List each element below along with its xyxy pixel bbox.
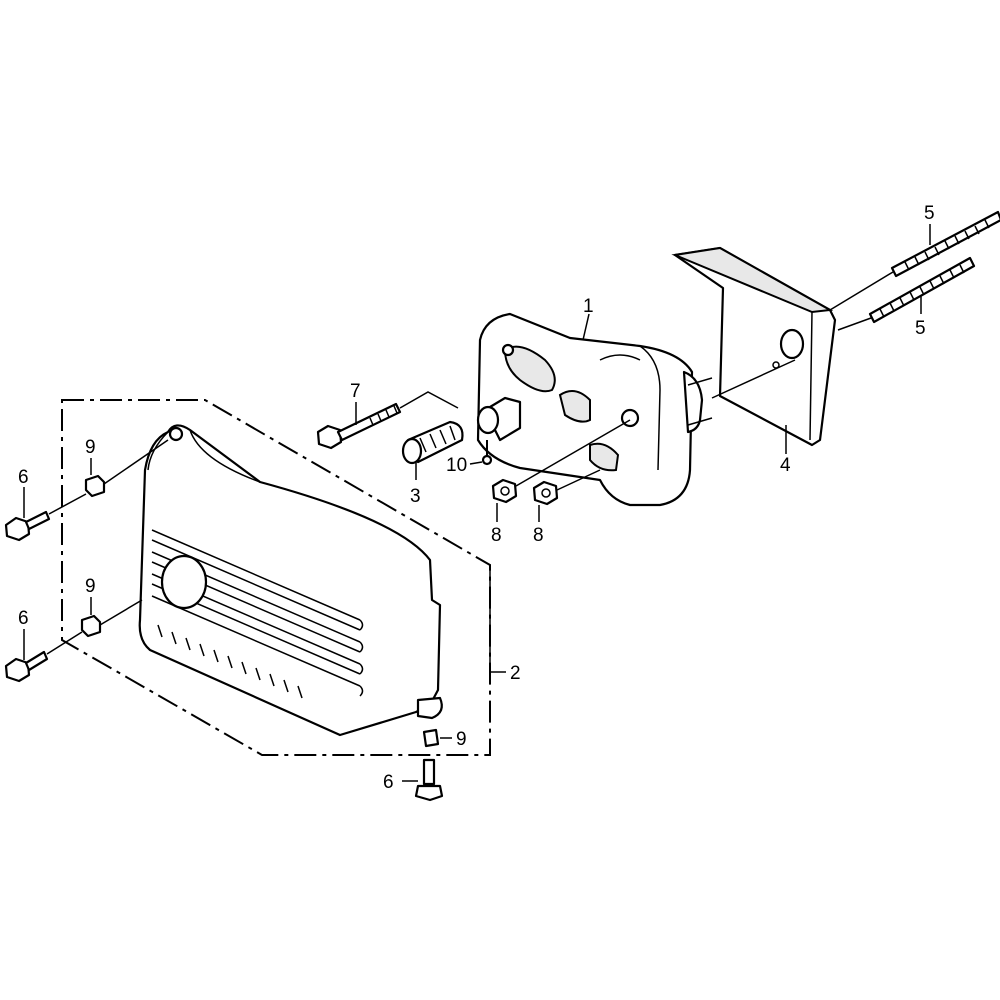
flange-nut-a bbox=[491, 478, 518, 504]
stud-leader-lower bbox=[837, 317, 872, 331]
bolt-leader bbox=[399, 391, 459, 409]
protector-outlet-hole bbox=[160, 554, 208, 610]
muffler-protector bbox=[138, 424, 443, 737]
callout-9-bottom: 9 bbox=[456, 729, 467, 750]
callout-5-lower: 5 bbox=[915, 318, 926, 339]
callout-6-top: 6 bbox=[18, 467, 29, 488]
protector-assembly-frame bbox=[61, 399, 491, 756]
nut-leader-b bbox=[556, 469, 601, 491]
bracket-hole bbox=[779, 328, 805, 360]
callout-4: 4 bbox=[780, 455, 791, 476]
flange-bolt-c bbox=[414, 758, 444, 802]
stud-bolt-upper bbox=[890, 210, 1000, 278]
screw-small bbox=[481, 440, 493, 466]
bolt-leader-a bbox=[48, 493, 87, 515]
callout-6-middle: 6 bbox=[18, 608, 29, 629]
callout-2: 2 bbox=[510, 663, 521, 684]
heat-shield-bracket bbox=[671, 246, 837, 447]
collar-leader-b bbox=[99, 599, 143, 626]
callout-3: 3 bbox=[410, 486, 421, 507]
stud-bolt-lower bbox=[868, 256, 976, 324]
muffler-leader bbox=[711, 359, 796, 399]
callout-8-left: 8 bbox=[491, 525, 502, 546]
callout-6-bottom: 6 bbox=[383, 772, 394, 793]
flange-nut-b bbox=[532, 480, 559, 506]
callout-9-top: 9 bbox=[85, 437, 96, 458]
callout-5-upper: 5 bbox=[924, 203, 935, 224]
stud-leader-upper bbox=[829, 271, 894, 311]
flange-bolt-a bbox=[4, 510, 51, 542]
callout-10: 10 bbox=[446, 455, 467, 476]
protector-mount-hole-top bbox=[168, 426, 184, 442]
collar-leader-a bbox=[103, 439, 169, 485]
flange-bolt-b bbox=[4, 650, 49, 683]
nut-leader-a bbox=[515, 419, 631, 487]
long-bolt bbox=[316, 402, 402, 450]
callout-1: 1 bbox=[583, 296, 594, 317]
spark-arrester bbox=[401, 420, 464, 465]
callout-8-right: 8 bbox=[533, 525, 544, 546]
callout-7: 7 bbox=[350, 381, 361, 402]
muffler-outlet-pipe bbox=[476, 405, 500, 435]
muffler bbox=[476, 312, 713, 507]
callout-9-middle: 9 bbox=[85, 576, 96, 597]
bolt-leader-b bbox=[46, 631, 83, 655]
collar-a bbox=[84, 474, 106, 498]
collar-b bbox=[80, 614, 102, 638]
collar-c bbox=[422, 728, 440, 748]
